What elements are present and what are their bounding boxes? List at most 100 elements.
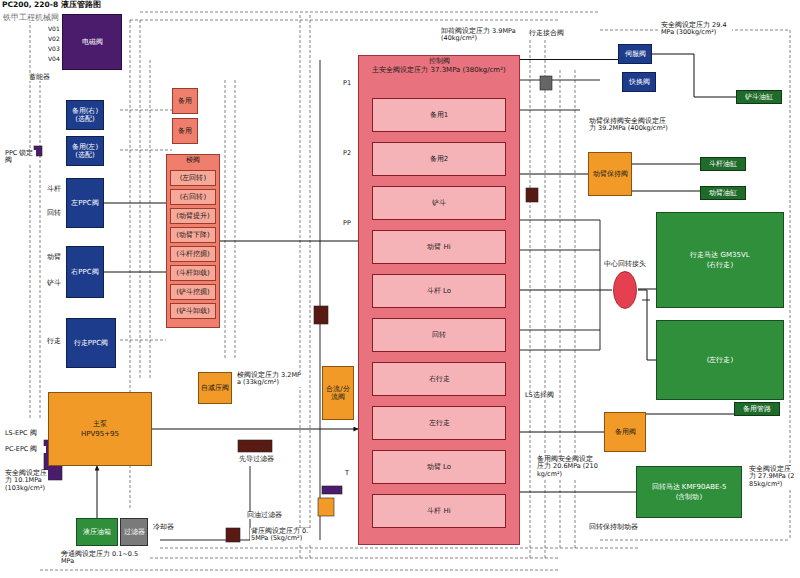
component-note: (右行走) [707, 261, 733, 269]
shuttle-valve: (右回转) [170, 189, 216, 205]
pilot-line [225, 80, 226, 360]
pilot-line [300, 15, 301, 560]
component-name: 备用(左)(选配) [68, 143, 102, 159]
component-name: 备用 [178, 127, 192, 135]
shuttle-valve: (斗杆卸载) [170, 265, 216, 281]
component-name: 控制阀 [429, 57, 450, 65]
component-name: 行走马达 GM35VL [690, 251, 749, 259]
ppc-valve: 行走PPC阀 [66, 318, 116, 368]
component-name: 备用2 [430, 155, 448, 163]
ppc-valve: 备用(右)(选配) [66, 100, 104, 130]
component-name: 斗杆 Hi [427, 507, 450, 515]
watermark: 铁甲工程机械网 [2, 13, 60, 22]
hydraulic-line [104, 203, 166, 204]
annotation-label: 备用阀安全阀设定压力 20.6MPa (210kg/cm²) [536, 456, 600, 478]
filter: 过滤器 [120, 518, 148, 546]
pilot-line [545, 40, 546, 560]
solenoid-valve-block: 电磁阀 [62, 14, 122, 70]
spool-section: 动臂 Hi [372, 230, 506, 264]
main-line [320, 60, 321, 540]
annotation-label: V02 [47, 36, 61, 43]
component-name: 电磁阀 [82, 38, 103, 46]
component-name: 动臂油缸 [709, 189, 737, 197]
component-name: 斗杆 Lo [427, 287, 451, 295]
component-name: 左PPC阀 [71, 199, 98, 207]
component-name: 动臂保持阀 [593, 170, 628, 178]
quick-coupler-valve: 快换阀 [622, 72, 656, 92]
hydraulic-line [152, 429, 358, 430]
shuttle-valve: (铲斗卸载) [170, 303, 216, 319]
pilot-line [140, 20, 141, 380]
spool-section: 右行走 [372, 362, 506, 396]
component-name: (右回转) [180, 193, 206, 201]
annotation-label: 梭阀设定压力 3.2MPa (33kg/cm²) [236, 372, 302, 387]
component-name: 中心回转接头 [603, 260, 647, 268]
pilot-line [530, 40, 531, 560]
annotation-label: PC-EPC 阀 [4, 446, 46, 453]
component-note: HPV95+95 [81, 430, 119, 438]
hydraulic-line [638, 289, 656, 290]
annotation-label: PP [342, 220, 352, 227]
component-name: 回转 [432, 331, 446, 339]
spool-section: 备用2 [372, 142, 506, 176]
component-name: 回转马达 KMF90ABE-5 [652, 483, 727, 491]
component-name: 快换阀 [629, 78, 650, 86]
component-name: 右行走 [429, 375, 450, 383]
valve-symbol [318, 498, 334, 516]
component-name: 左行走 [429, 419, 450, 427]
annotation-label: 回转 [46, 210, 62, 217]
pilot-line [150, 558, 560, 559]
spool-section: 斗杆 Lo [372, 274, 506, 308]
pilot-line [235, 80, 236, 360]
annotation-label: V03 [47, 46, 61, 53]
component-name: 备用阀 [615, 428, 636, 436]
component-name: 过滤器 [124, 528, 145, 536]
valve-symbol [314, 306, 328, 324]
shuttle-valve: (动臂提升) [170, 208, 216, 224]
main-line [642, 300, 650, 301]
valve-symbol [526, 188, 538, 202]
component-note: 主安全阀设定压力 37.3MPa (380kg/cm²) [372, 66, 505, 74]
component-name: (动臂下降) [176, 231, 209, 239]
pilot-line [310, 15, 311, 560]
pilot-line [40, 570, 560, 571]
shuttle-valve: (斗杆挖掘) [170, 246, 216, 262]
shuttle-valve: (铲斗挖掘) [170, 284, 216, 300]
spool-section: 备用1 [372, 98, 506, 132]
annotation-label: PPC 锁定阀 [4, 150, 36, 165]
travel-motor: (左行走) [656, 320, 784, 400]
annotation-label: LS选择阀 [524, 392, 555, 399]
component-name: 备用(右)(选配) [68, 107, 102, 123]
annotation-label: P1 [342, 80, 352, 87]
component-name: 自减压阀 [201, 384, 229, 392]
hydraulic-line [97, 466, 98, 518]
pilot-block: 备用 [172, 88, 198, 114]
component-name: 梭阀 [186, 156, 200, 164]
annotation-label: 行走 [46, 338, 62, 345]
boom-holding-valve: 动臂保持阀 [588, 152, 632, 196]
pilot-line [40, 80, 41, 420]
control-valve: 控制阀主安全阀设定压力 37.3MPa (380kg/cm²) 备用1 备用2 铲斗动… [358, 55, 520, 545]
component-name: 动臂 Lo [427, 463, 451, 471]
attachment-line: 备用管路 [734, 402, 780, 416]
swivel-joint: 中心回转接头 [612, 270, 638, 310]
spool-section: 左行走 [372, 406, 506, 440]
hydraulic-line [520, 432, 604, 433]
component-name: (铲斗挖掘) [176, 288, 209, 296]
spool-section: 动臂 Lo [372, 450, 506, 484]
spool-section: 铲斗 [372, 186, 506, 220]
annotation-label: V01 [47, 26, 61, 33]
component-name: 右PPC阀 [71, 268, 98, 276]
component-name: 备用管路 [743, 405, 771, 413]
main-line [600, 220, 601, 350]
main-line [520, 220, 600, 221]
component-name: 动臂 Hi [427, 243, 450, 251]
self-reducing-valve: 自减压阀 [198, 372, 232, 404]
ppc-valve: 左PPC阀 [66, 178, 104, 228]
annotation-label: 安全阀设定压力 27.9MPa (285kg/cm²) [748, 466, 798, 488]
spool-section: 斗杆 Hi [372, 494, 506, 528]
annotation-label: 动臂 [46, 254, 62, 261]
hydraulic-line [652, 54, 736, 97]
component-name: (左回转) [180, 174, 206, 182]
